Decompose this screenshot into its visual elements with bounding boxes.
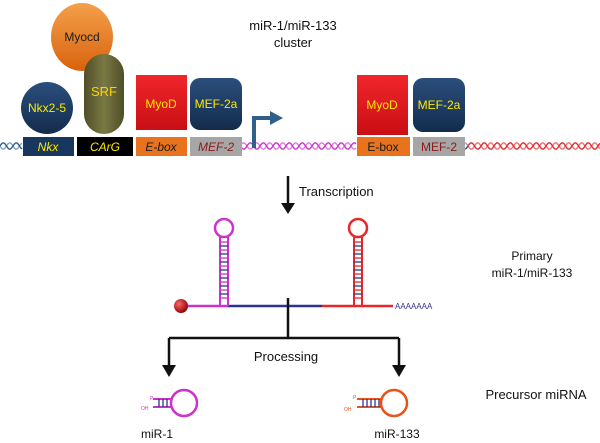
dna-strand: [464, 145, 469, 150]
transcription-start-arrowhead: [270, 111, 283, 125]
precursor-oh-right: OH: [344, 407, 352, 413]
cluster-title-line2: cluster: [274, 35, 313, 50]
primary-label-line2: miR-1/miR-133: [492, 266, 573, 280]
processing-branch: [167, 298, 401, 368]
nkx25-protein: [21, 82, 73, 134]
ebox-element-right: [357, 137, 410, 156]
mef2a-label-left: MEF-2a: [195, 97, 238, 111]
carg-element: [77, 137, 133, 156]
nkx-element: [23, 137, 74, 156]
nkx25-label: Nkx2-5: [28, 101, 66, 115]
mef2a-protein-right: [413, 78, 465, 132]
dna-strand: [241, 142, 357, 150]
ebox-element-label-left: E-box: [145, 140, 177, 154]
srf-protein: [84, 54, 124, 134]
myod-label-left: MyoD: [145, 97, 177, 111]
dna-strand: [465, 142, 600, 150]
cluster-title-line1: miR-1/miR-133: [249, 18, 336, 33]
dna-strand: [0, 142, 23, 150]
precursor-label: Precursor miRNA: [485, 387, 586, 402]
carg-element-label: CArG: [90, 140, 120, 154]
myocd-label: Myocd: [64, 30, 99, 44]
myod-label-right: MyoD: [366, 98, 398, 112]
mef2-element-right: [413, 137, 465, 156]
five-prime-cap: [174, 299, 188, 313]
mef2a-label-right: MEF-2a: [418, 98, 461, 112]
primary-label-line1: Primary: [511, 249, 552, 263]
dna-strand: [0, 142, 23, 150]
nkx-element-label: Nkx: [38, 140, 60, 154]
precursor-mir1-hairpin: [153, 388, 199, 418]
processing-label: Processing: [254, 349, 318, 364]
srf-label: SRF: [91, 84, 117, 99]
transcription-start-arrow: [252, 116, 272, 148]
mef2-element-label-right: MEF-2: [421, 140, 457, 154]
mef2-element-left: [190, 137, 242, 156]
ebox-element-label-right: E-box: [367, 140, 398, 154]
precursor-p-right: P: [353, 395, 357, 401]
polya-tail: AAAAAAA: [395, 302, 433, 311]
processing-arrowhead-right: [392, 365, 406, 377]
mir1-label: miR-1: [141, 427, 173, 441]
dna-helix: [0, 142, 600, 150]
transcription-label: Transcription: [299, 184, 374, 199]
myocd-protein: [51, 3, 113, 71]
primary-transcript: [188, 217, 393, 308]
ebox-element-left: [136, 137, 187, 156]
precursor-p-left: P: [150, 396, 154, 402]
dna-strand: [464, 142, 469, 147]
myod-protein-right: [357, 75, 408, 135]
mef2a-protein-left: [190, 78, 242, 130]
transcription-arrowhead: [281, 203, 295, 214]
precursor-mir133-hairpin: [357, 388, 409, 418]
mef2-element-label-left: MEF-2: [198, 140, 234, 154]
precursor-oh-left: OH: [141, 406, 149, 412]
processing-arrowhead-left: [162, 365, 176, 377]
myod-protein-left: [136, 75, 187, 130]
mir133-label: miR-133: [374, 427, 420, 441]
